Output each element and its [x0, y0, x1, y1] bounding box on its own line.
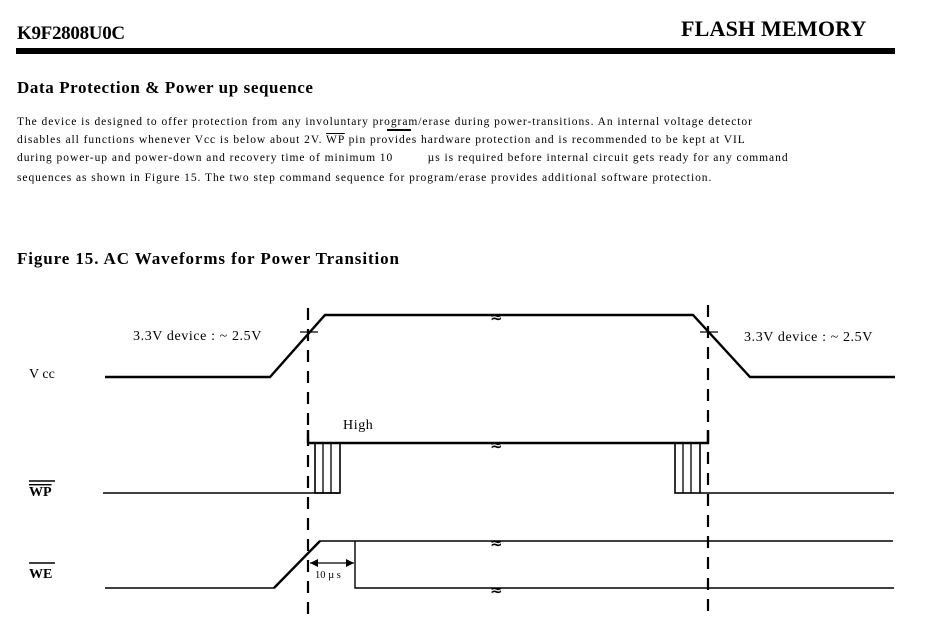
paragraph-line: sequences as shown in Figure 15. The two… — [17, 172, 712, 184]
signal-label-wp: WP — [29, 485, 52, 500]
break-symbol-icon: ≈ — [490, 534, 503, 552]
break-symbol-icon: ≈ — [490, 581, 503, 599]
text-run: µs is required before internal circuit g… — [427, 152, 789, 164]
text-run: during power-up and power-down and recov… — [17, 152, 428, 164]
paragraph-line: disables all functions whenever Vcc is b… — [17, 134, 746, 146]
figure-title: Figure 15. AC Waveforms for Power Transi… — [17, 249, 400, 268]
we-delay-label: 10 µ s — [315, 570, 341, 581]
part-number: K9F2808U0C — [17, 23, 125, 44]
wp-waveform — [103, 430, 894, 494]
break-symbol-icon: ≈ — [490, 436, 503, 454]
vcc-waveform — [105, 313, 895, 379]
text-run: sequences as shown in Figure 15. The two… — [17, 172, 713, 184]
overline-mark — [387, 129, 411, 131]
break-symbols: ≈ ≈ ≈ ≈ — [490, 308, 503, 599]
vcc-threshold-label-left: 3.3V device : ~ 2.5V — [133, 329, 262, 344]
text-run: The device is designed to offer protecti… — [17, 116, 373, 128]
text-run: disables all functions whenever Vcc is b… — [17, 134, 327, 146]
paragraph-line: during power-up and power-down and recov… — [17, 152, 789, 164]
arrow-right-icon — [346, 559, 354, 567]
paragraph-line: The device is designed to offer protecti… — [17, 116, 753, 128]
section-title: Data Protection & Power up sequence — [17, 78, 314, 97]
vcc-threshold-label-right: 3.3V device : ~ 2.5V — [744, 330, 873, 345]
header-rule — [16, 48, 895, 54]
transition-region — [314, 442, 341, 494]
wp-high-label: High — [343, 418, 373, 433]
we-waveform — [105, 540, 894, 589]
transition-region — [674, 442, 701, 494]
signal-label-vcc: V cc — [29, 367, 55, 382]
text-run: pin provides hardware protection and is … — [344, 134, 746, 146]
wp-signal-name: WP — [326, 134, 345, 146]
text-run: program/erase during power-transitions. … — [372, 116, 753, 128]
signal-label-we: WE — [29, 567, 52, 582]
arrow-left-icon — [310, 559, 318, 567]
break-symbol-icon: ≈ — [490, 308, 503, 326]
document-type-title: FLASH MEMORY — [681, 16, 867, 41]
